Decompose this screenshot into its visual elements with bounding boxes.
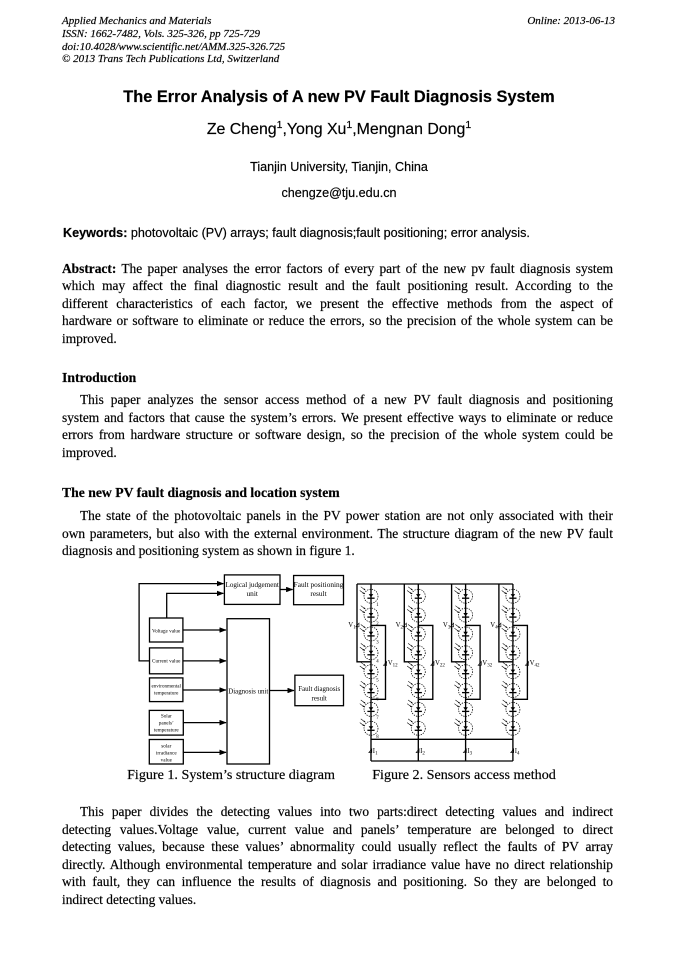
svg-text:Logical judgement: Logical judgement: [226, 581, 279, 589]
svg-text:Diagnosis unit: Diagnosis unit: [228, 689, 268, 696]
svg-text:Fault diagnosis: Fault diagnosis: [298, 686, 340, 693]
svg-text:temperature: temperature: [154, 728, 179, 734]
svg-text:V22: V22: [435, 660, 445, 669]
svg-text:environmental: environmental: [151, 684, 181, 690]
svg-text:value: value: [161, 758, 173, 764]
svg-text:3: 3: [376, 641, 379, 646]
svg-text:V21: V21: [396, 622, 406, 631]
svg-text:V42: V42: [530, 660, 540, 669]
svg-text:2: 2: [376, 622, 379, 627]
svg-text:I1: I1: [373, 748, 378, 757]
svg-text:result: result: [312, 695, 327, 702]
svg-text:V32: V32: [482, 660, 492, 669]
svg-text:solar: solar: [161, 744, 171, 750]
svg-text:I4: I4: [515, 748, 520, 757]
svg-text:V11: V11: [348, 622, 358, 631]
svg-text:8: 8: [376, 735, 379, 740]
svg-text:6: 6: [376, 697, 379, 702]
svg-text:5: 5: [376, 679, 379, 684]
svg-text:I2: I2: [420, 748, 425, 757]
svg-text:Current value: Current value: [152, 659, 181, 665]
svg-text:panels’: panels’: [159, 721, 174, 727]
svg-text:temperature: temperature: [154, 691, 179, 697]
svg-text:4: 4: [376, 660, 379, 665]
svg-text:Solar: Solar: [161, 714, 172, 720]
svg-text:irradiance: irradiance: [156, 751, 177, 757]
svg-text:Fault positioning: Fault positioning: [294, 580, 344, 589]
svg-text:1: 1: [376, 603, 379, 608]
svg-text:V41: V41: [490, 622, 500, 631]
svg-text:I3: I3: [467, 748, 472, 757]
svg-text:V12: V12: [388, 660, 398, 669]
svg-text:V31: V31: [443, 622, 453, 631]
svg-text:7: 7: [376, 716, 379, 721]
svg-text:result: result: [310, 589, 326, 598]
svg-text:Voltage value: Voltage value: [152, 629, 181, 635]
svg-text:unit: unit: [247, 589, 258, 598]
